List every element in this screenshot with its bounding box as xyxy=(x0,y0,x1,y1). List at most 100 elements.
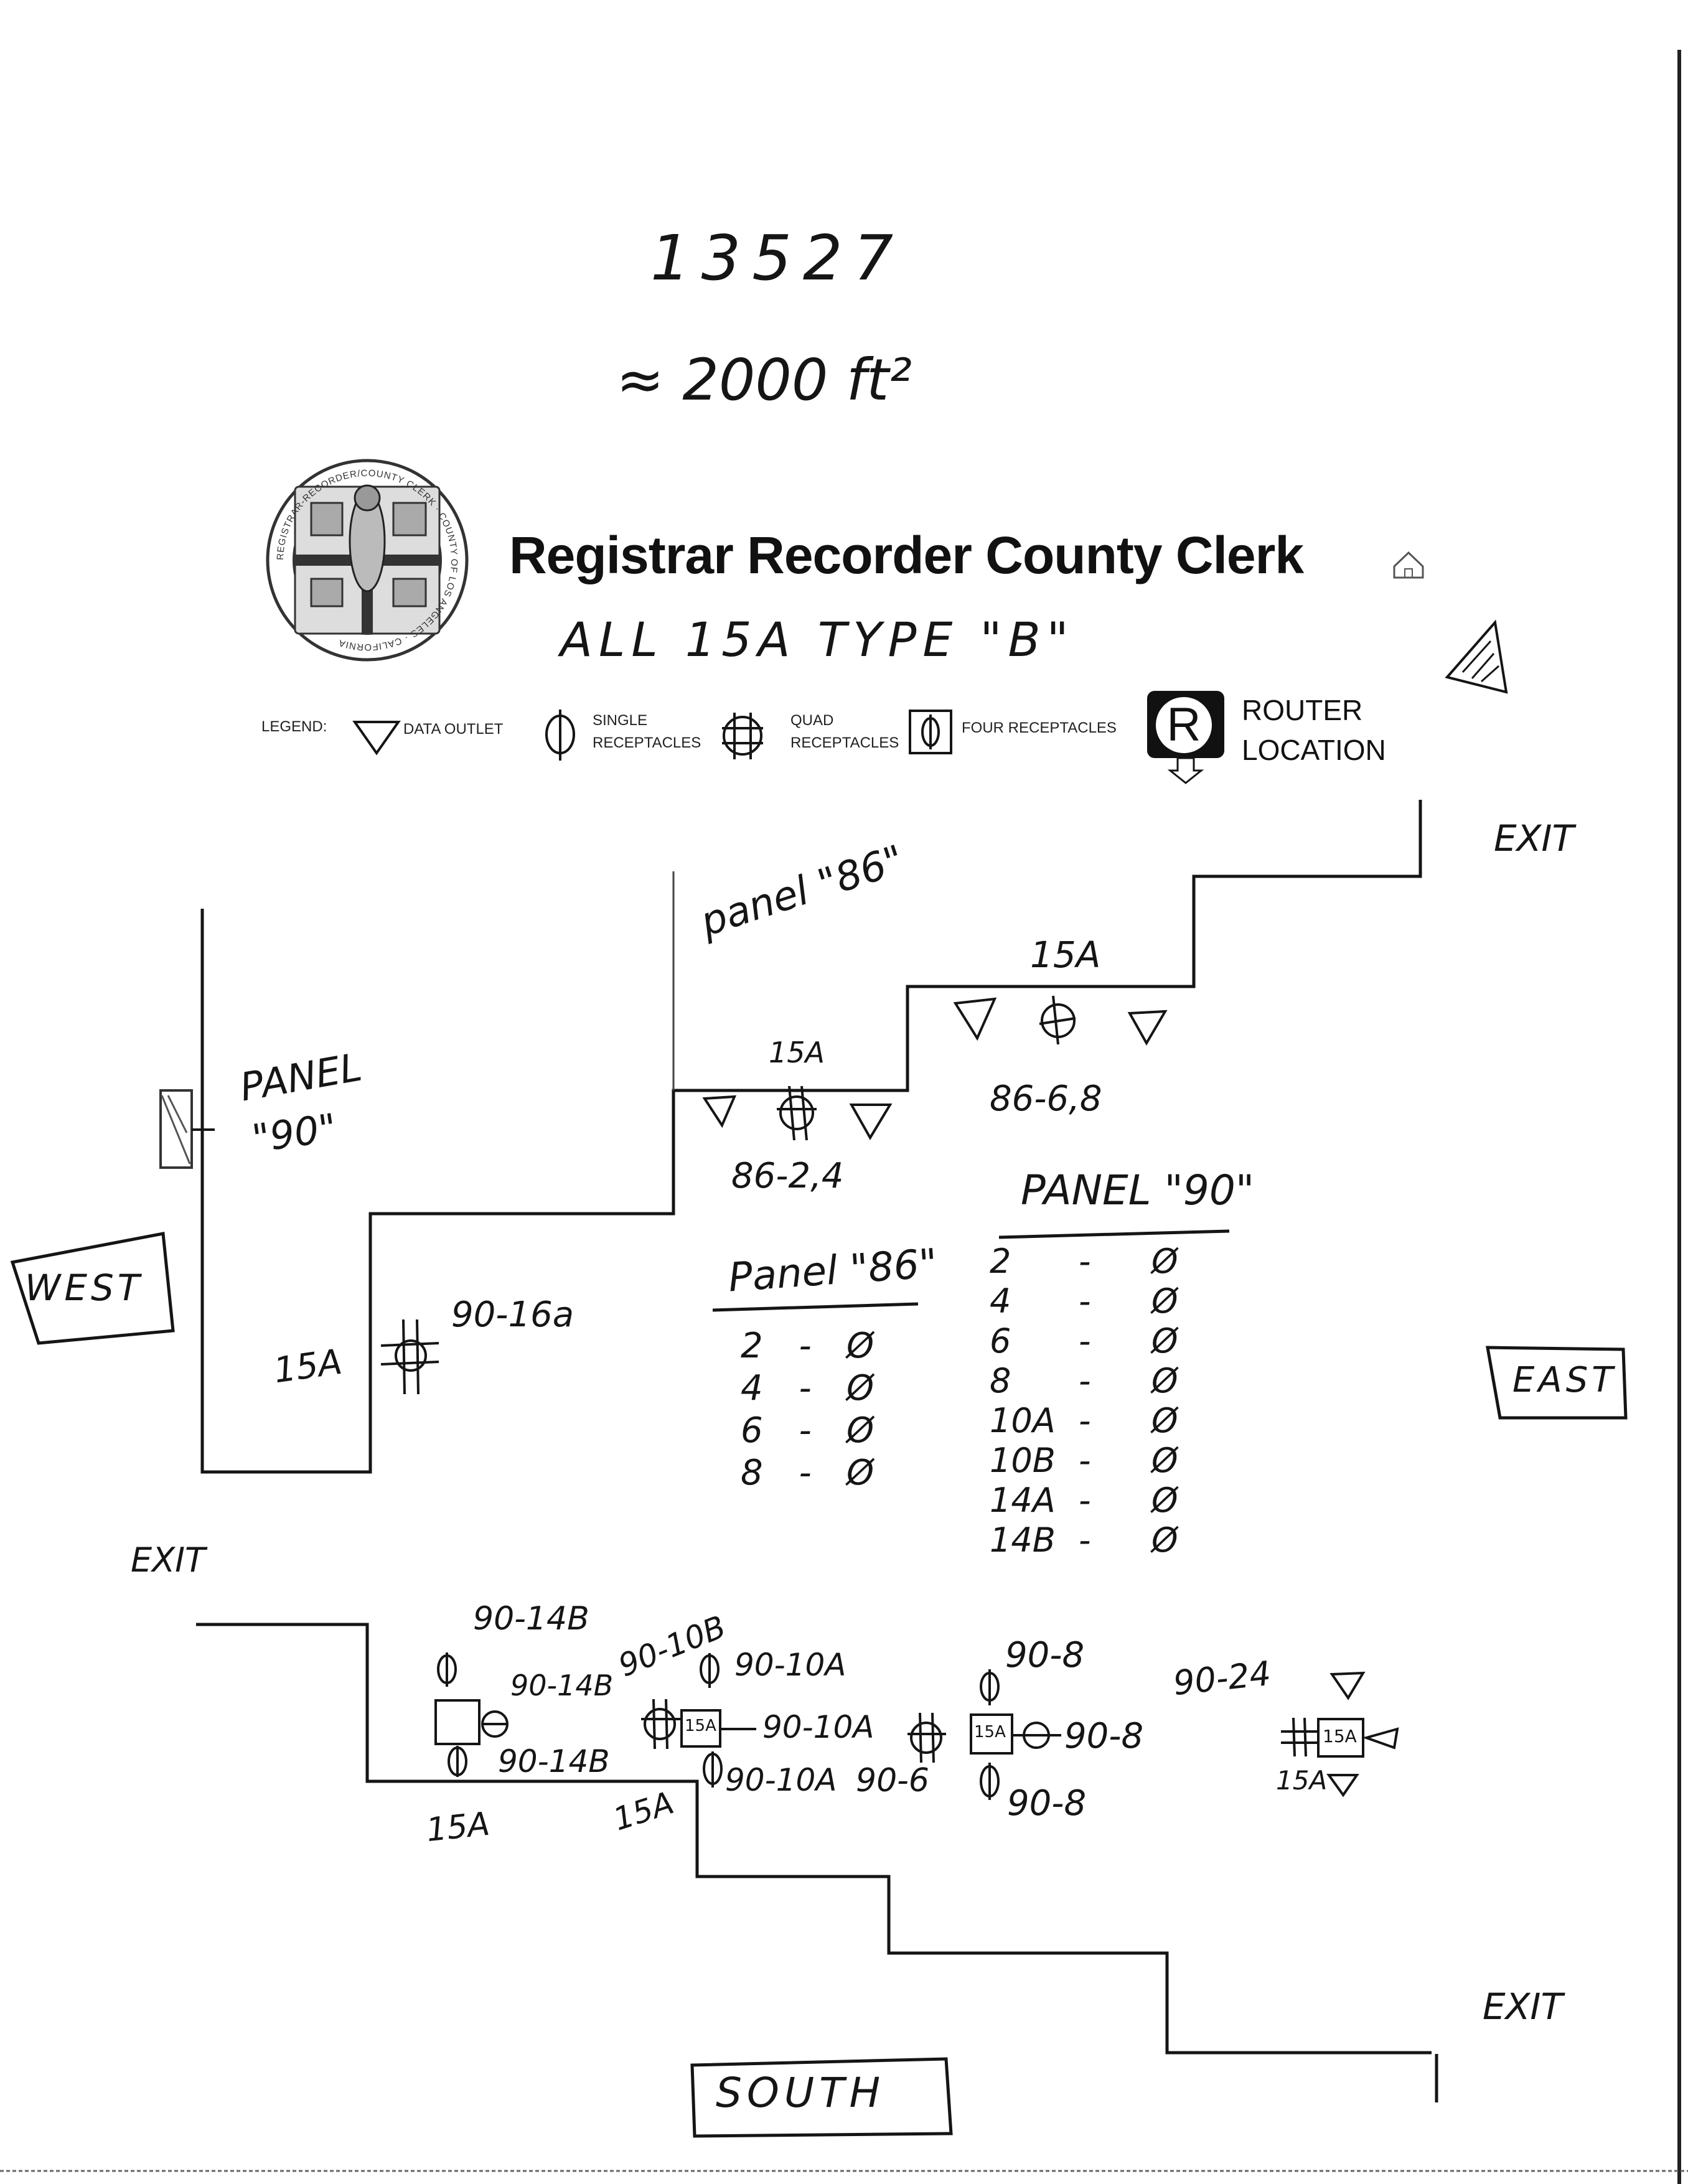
legend-data-outlet-label: DATA OUTLET xyxy=(403,721,504,738)
panel-row-status: Ø xyxy=(1151,1242,1178,1281)
label-15a-top: 15A xyxy=(1030,934,1101,976)
data-outlet-icon xyxy=(1127,1010,1168,1046)
panel-90-box xyxy=(159,1089,215,1169)
panel-row-status: Ø xyxy=(1151,1282,1178,1321)
upper-devices xyxy=(380,995,1230,1395)
panel-90-table-title: PANEL "90" xyxy=(1021,1166,1255,1214)
panel-row-dash: - xyxy=(1079,1282,1091,1321)
type-note: ALL 15A TYPE "B" xyxy=(560,612,1075,667)
legend-router-label-2: LOCATION xyxy=(1242,734,1386,766)
four-receptacle-box xyxy=(641,1653,756,1788)
east-label: EAST xyxy=(1512,1360,1617,1400)
circuit-90-8-top: 90-8 xyxy=(1005,1635,1085,1675)
home-icon xyxy=(1393,551,1424,579)
lower-room-wall xyxy=(196,1623,1432,2055)
box-15a-label: 15A xyxy=(685,1717,716,1735)
panel-row-status: Ø xyxy=(846,1453,874,1493)
panel-row-circuit: 8 xyxy=(990,1361,1011,1400)
legend-data-outlet-icon xyxy=(352,721,401,756)
north-arrow-icon xyxy=(1445,619,1508,694)
east-box xyxy=(1486,1346,1628,1420)
data-outlet-icon xyxy=(953,997,997,1041)
circuit-86-6-8: 86-6,8 xyxy=(990,1079,1102,1119)
router-letter: R xyxy=(1156,697,1212,753)
panel-row-status: Ø xyxy=(1151,1401,1178,1440)
panel-row-status: Ø xyxy=(1151,1521,1178,1560)
circuit-90-8-mid: 90-8 xyxy=(1064,1716,1144,1756)
legend-quad-receptacle-icon xyxy=(722,713,763,759)
west-label: WEST xyxy=(25,1267,144,1309)
panel-row-circuit: 14A xyxy=(990,1481,1056,1520)
box-15a-label: 15A xyxy=(974,1723,1006,1741)
panel-row-dash: - xyxy=(1079,1361,1091,1400)
label-15a-floor: 15A xyxy=(424,1805,492,1850)
south-box xyxy=(690,2057,953,2138)
panel-row-status: Ø xyxy=(846,1326,874,1366)
south-label: SOUTH xyxy=(716,2069,886,2117)
circuit-90-10a-mid: 90-10A xyxy=(762,1709,874,1745)
legend-single-label-2: RECEPTACLES xyxy=(593,734,701,751)
panel-row-status: Ø xyxy=(1151,1441,1178,1480)
panel-row-dash: - xyxy=(1079,1521,1091,1560)
box-15a-label: 15A xyxy=(1323,1726,1357,1746)
panel-row-dash: - xyxy=(1079,1481,1091,1520)
panel-row-dash: - xyxy=(1079,1401,1091,1440)
circuit-90-24: 90-24 xyxy=(1171,1653,1273,1704)
panel-row-circuit: 4 xyxy=(741,1368,763,1408)
panel-row-dash: - xyxy=(799,1326,812,1366)
page-title: Registrar Recorder County Clerk xyxy=(509,526,1304,584)
legend-quad-label-2: RECEPTACLES xyxy=(790,734,899,751)
panel-86-heading-underline xyxy=(712,1302,919,1312)
circuit-90-16a: 90-16a xyxy=(451,1295,574,1335)
router-symbol: R xyxy=(1147,691,1224,758)
area-note: ≈ 2000 ft² xyxy=(616,347,912,413)
panel-row-dash: - xyxy=(1079,1321,1091,1361)
four-receptacle-box xyxy=(434,1652,509,1777)
panel-row-circuit: 8 xyxy=(741,1453,763,1493)
quad-receptacle-icon xyxy=(777,1085,817,1141)
label-15a-right: 15A xyxy=(1276,1765,1328,1796)
circuit-90-10a-top: 90-10A xyxy=(734,1647,846,1683)
legend-four-receptacle-icon xyxy=(909,710,952,754)
county-seal: REGISTRAR-RECORDER/COUNTY CLERK · COUNTY… xyxy=(266,459,469,662)
legend-router-label-1: ROUTER xyxy=(1242,694,1363,726)
lower-devices xyxy=(434,1652,1399,1800)
panel-row-circuit: 10A xyxy=(990,1401,1056,1440)
quad-receptacle-icon xyxy=(380,1319,439,1395)
panel-row-circuit: 10B xyxy=(990,1441,1056,1480)
data-outlet-icon xyxy=(849,1104,893,1140)
panel-row-circuit: 4 xyxy=(990,1282,1011,1321)
panel-row-circuit: 14B xyxy=(990,1521,1056,1560)
data-outlet-icon xyxy=(702,1095,737,1128)
circuit-90-6: 90-6 xyxy=(856,1762,930,1799)
legend-label: LEGEND: xyxy=(261,718,327,735)
legend-router-arrow-icon xyxy=(1167,757,1204,784)
circuit-90-8-low: 90-8 xyxy=(1007,1783,1087,1824)
panel-row-circuit: 6 xyxy=(741,1410,763,1451)
legend-four-label: FOUR RECEPTACLES xyxy=(962,719,1117,736)
circuit-90-14b-a: 90-14B xyxy=(510,1669,614,1702)
circuit-86-2-4: 86-2,4 xyxy=(731,1156,844,1196)
panel-90-number: "90" xyxy=(249,1104,340,1162)
legend-symbols xyxy=(352,710,1204,784)
job-number: 13527 xyxy=(650,222,905,294)
label-15a-west: 15A xyxy=(271,1341,345,1392)
panel-row-dash: - xyxy=(799,1368,812,1408)
west-box xyxy=(10,1232,175,1345)
four-receptacle-box xyxy=(1281,1671,1399,1797)
legend-quad-label-1: QUAD xyxy=(790,712,834,729)
circuit-90-10a-low: 90-10A xyxy=(725,1762,837,1798)
panel-row-status: Ø xyxy=(846,1410,874,1451)
panel-90-heading-underline xyxy=(998,1229,1230,1239)
panel-row-status: Ø xyxy=(1151,1481,1178,1520)
panel-row-status: Ø xyxy=(1151,1321,1178,1361)
circuit-90-14b-b: 90-14B xyxy=(498,1743,610,1779)
exit-top-right: EXIT xyxy=(1494,817,1574,860)
four-receptacle-box xyxy=(907,1669,1061,1800)
panel-row-circuit: 6 xyxy=(990,1321,1011,1361)
exit-left: EXIT xyxy=(131,1540,206,1580)
panel-row-circuit: 2 xyxy=(741,1326,763,1366)
panel-row-status: Ø xyxy=(846,1368,874,1408)
